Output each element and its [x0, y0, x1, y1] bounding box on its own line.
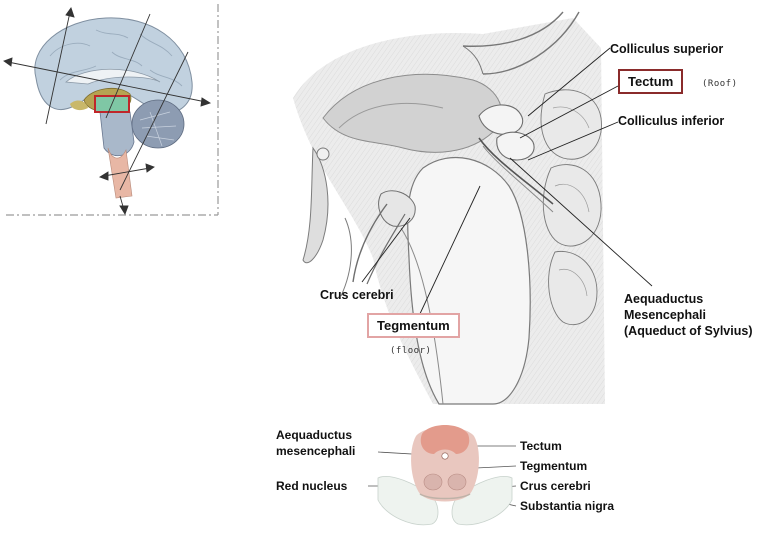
label-aqueduct-line2: Mesencephali [624, 308, 706, 322]
label-aqueduct-line1: Aequaductus [624, 292, 704, 306]
xs-label-aqueduct-line2: mesencephali [276, 444, 356, 458]
xs-label-tegmentum: Tegmentum [520, 459, 588, 473]
label-colliculus-inferior: Colliculus inferior [618, 114, 725, 128]
brain-overview-illustration [3, 4, 219, 216]
label-tegmentum-boxed: Tegmentum [367, 313, 460, 338]
note-tegmentum-floor: (floor) [390, 346, 432, 356]
xs-label-crus-cerebri: Crus cerebri [520, 479, 591, 493]
label-colliculus-superior: Colliculus superior [610, 42, 724, 56]
xs-label-red-nucleus: Red nucleus [276, 479, 348, 493]
note-tectum-roof: (Roof) [702, 79, 738, 89]
xs-label-aqueduct-line1: Aequaductus [276, 428, 353, 442]
label-tectum-boxed: Tectum [618, 69, 684, 94]
midbrain-cross-section-illustration [377, 425, 513, 526]
midbrain-sagittal-illustration [283, 8, 613, 408]
label-crus-cerebri: Crus cerebri [320, 288, 394, 302]
label-aqueduct-line3: (Aqueduct of Sylvius) [624, 324, 753, 338]
xs-label-substantia-nigra: Substantia nigra [520, 499, 615, 513]
xs-label-tectum: Tectum [520, 439, 562, 453]
